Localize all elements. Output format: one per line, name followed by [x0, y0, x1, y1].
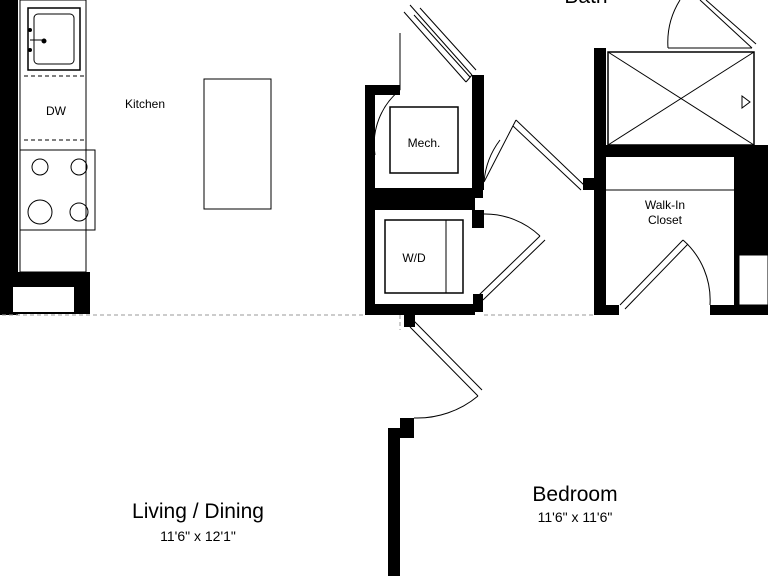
washer-dryer: [384, 219, 464, 294]
laundry-label: W/D: [402, 251, 426, 265]
bath-door: [667, 0, 757, 49]
bath-top-stub: [594, 48, 606, 60]
bedroom-top-jamb: [404, 315, 415, 327]
mech-mid-wall-2: [375, 198, 475, 210]
shower: [607, 51, 755, 146]
kitchen-area: [19, 0, 272, 273]
closet-right-wall: [734, 155, 768, 255]
closet-right-small: [734, 255, 739, 305]
bath-door-jamb: [583, 178, 597, 190]
kitchen-island: [203, 78, 272, 210]
bedroom-label: Bedroom: [532, 483, 617, 506]
left-exterior-wall: [0, 0, 18, 315]
kitchen-counter: [19, 0, 87, 273]
bath-left-wall: [594, 48, 606, 315]
laundry-door: [477, 213, 546, 301]
bath-label: Bath: [564, 0, 607, 8]
mech-label: Mech.: [408, 136, 441, 150]
closet-bottom-right: [710, 305, 768, 315]
bath-area: [606, 51, 768, 306]
mech-door-swing: [373, 89, 401, 156]
closet-label-line1: Walk-In: [645, 198, 685, 212]
dashed-boundaries: [2, 314, 594, 330]
mech-top-wall: [365, 85, 400, 95]
living-room-dimensions: 11'6" x 12'1": [160, 528, 236, 544]
utility-area: [384, 106, 464, 294]
laundry-bottom-wall: [365, 304, 475, 315]
bedroom-left-wall: [388, 428, 400, 576]
mech-mid-wall: [365, 188, 483, 198]
kitchen-label: Kitchen: [125, 97, 165, 111]
doors: [373, 0, 757, 419]
bedroom-door: [409, 320, 483, 419]
hall-door: [483, 119, 586, 191]
living-room-label: Living / Dining: [132, 500, 264, 523]
bedroom-door-jamb: [400, 418, 414, 438]
mech-upper-door: [413, 7, 477, 78]
closet-bottom-left: [594, 305, 619, 315]
laundry-right-wall: [472, 210, 484, 228]
kitchen-sink: [27, 7, 81, 71]
bath-shower-wall: [600, 145, 768, 157]
bath-entry-door: [403, 4, 473, 83]
dishwasher-label: DW: [46, 104, 67, 118]
mech-right-top-wall: [472, 75, 484, 190]
closet-door: [619, 239, 711, 310]
mech-unit: [389, 106, 459, 174]
bedroom-dimensions: 11'6" x 11'6": [538, 509, 613, 525]
closet-label-line2: Closet: [648, 213, 683, 227]
mech-left-wall: [365, 85, 375, 315]
laundry-right-stub: [473, 294, 483, 312]
kitchen-stove: [19, 149, 96, 231]
